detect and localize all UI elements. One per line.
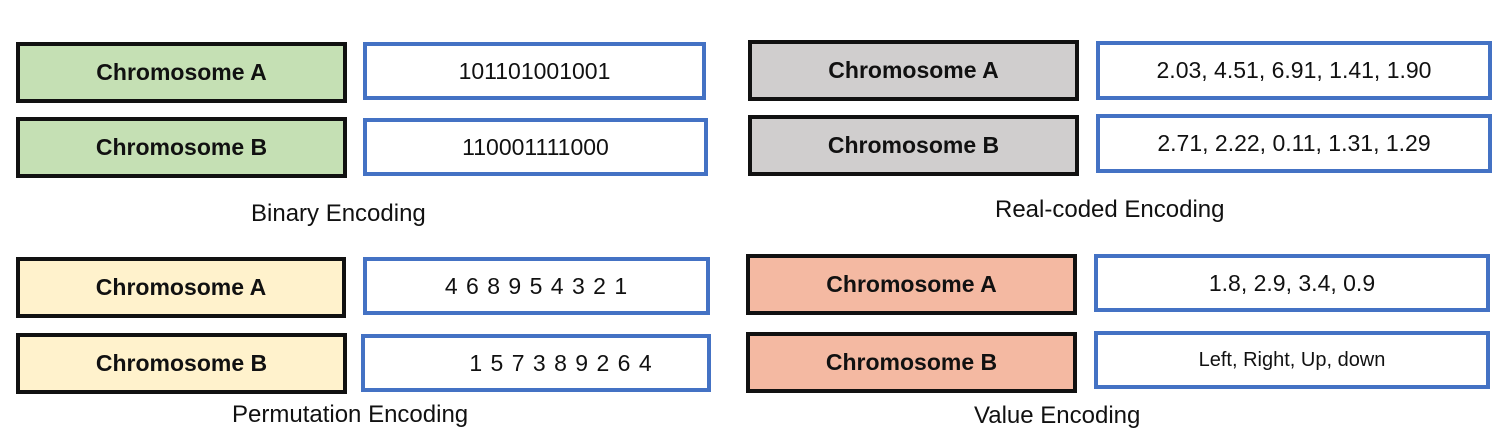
permutation-chromosome-a-value: 4 6 8 9 5 4 3 2 1 bbox=[363, 257, 710, 315]
value-chromosome-a-label: Chromosome A bbox=[746, 254, 1077, 315]
binary-chromosome-a-label: Chromosome A bbox=[16, 42, 347, 103]
value-chromosome-b-label: Chromosome B bbox=[746, 332, 1077, 393]
permutation-encoding-caption: Permutation Encoding bbox=[232, 401, 469, 428]
binary-chromosome-b-value: 110001111000 bbox=[363, 118, 708, 176]
value-chromosome-b-value: Left, Right, Up, down bbox=[1094, 331, 1490, 389]
permutation-chromosome-a-label: Chromosome A bbox=[16, 257, 346, 318]
binary-encoding-caption: Binary Encoding bbox=[251, 200, 426, 227]
binary-chromosome-b-label: Chromosome B bbox=[16, 117, 347, 178]
real-chromosome-a-value: 2.03, 4.51, 6.91, 1.41, 1.90 bbox=[1096, 41, 1492, 100]
real-chromosome-b-label: Chromosome B bbox=[748, 115, 1079, 176]
value-chromosome-a-value: 1.8, 2.9, 3.4, 0.9 bbox=[1094, 254, 1490, 312]
permutation-chromosome-b-label: Chromosome B bbox=[16, 333, 347, 394]
real-chromosome-b-value: 2.71, 2.22, 0.11, 1.31, 1.29 bbox=[1096, 114, 1492, 173]
permutation-chromosome-b-value: 1 5 7 3 8 9 2 6 4 bbox=[361, 334, 711, 392]
real-coded-encoding-caption: Real-coded Encoding bbox=[995, 196, 1225, 223]
binary-chromosome-a-value: 101101001001 bbox=[363, 42, 706, 100]
value-encoding-caption: Value Encoding bbox=[974, 402, 1141, 429]
real-chromosome-a-label: Chromosome A bbox=[748, 40, 1079, 101]
